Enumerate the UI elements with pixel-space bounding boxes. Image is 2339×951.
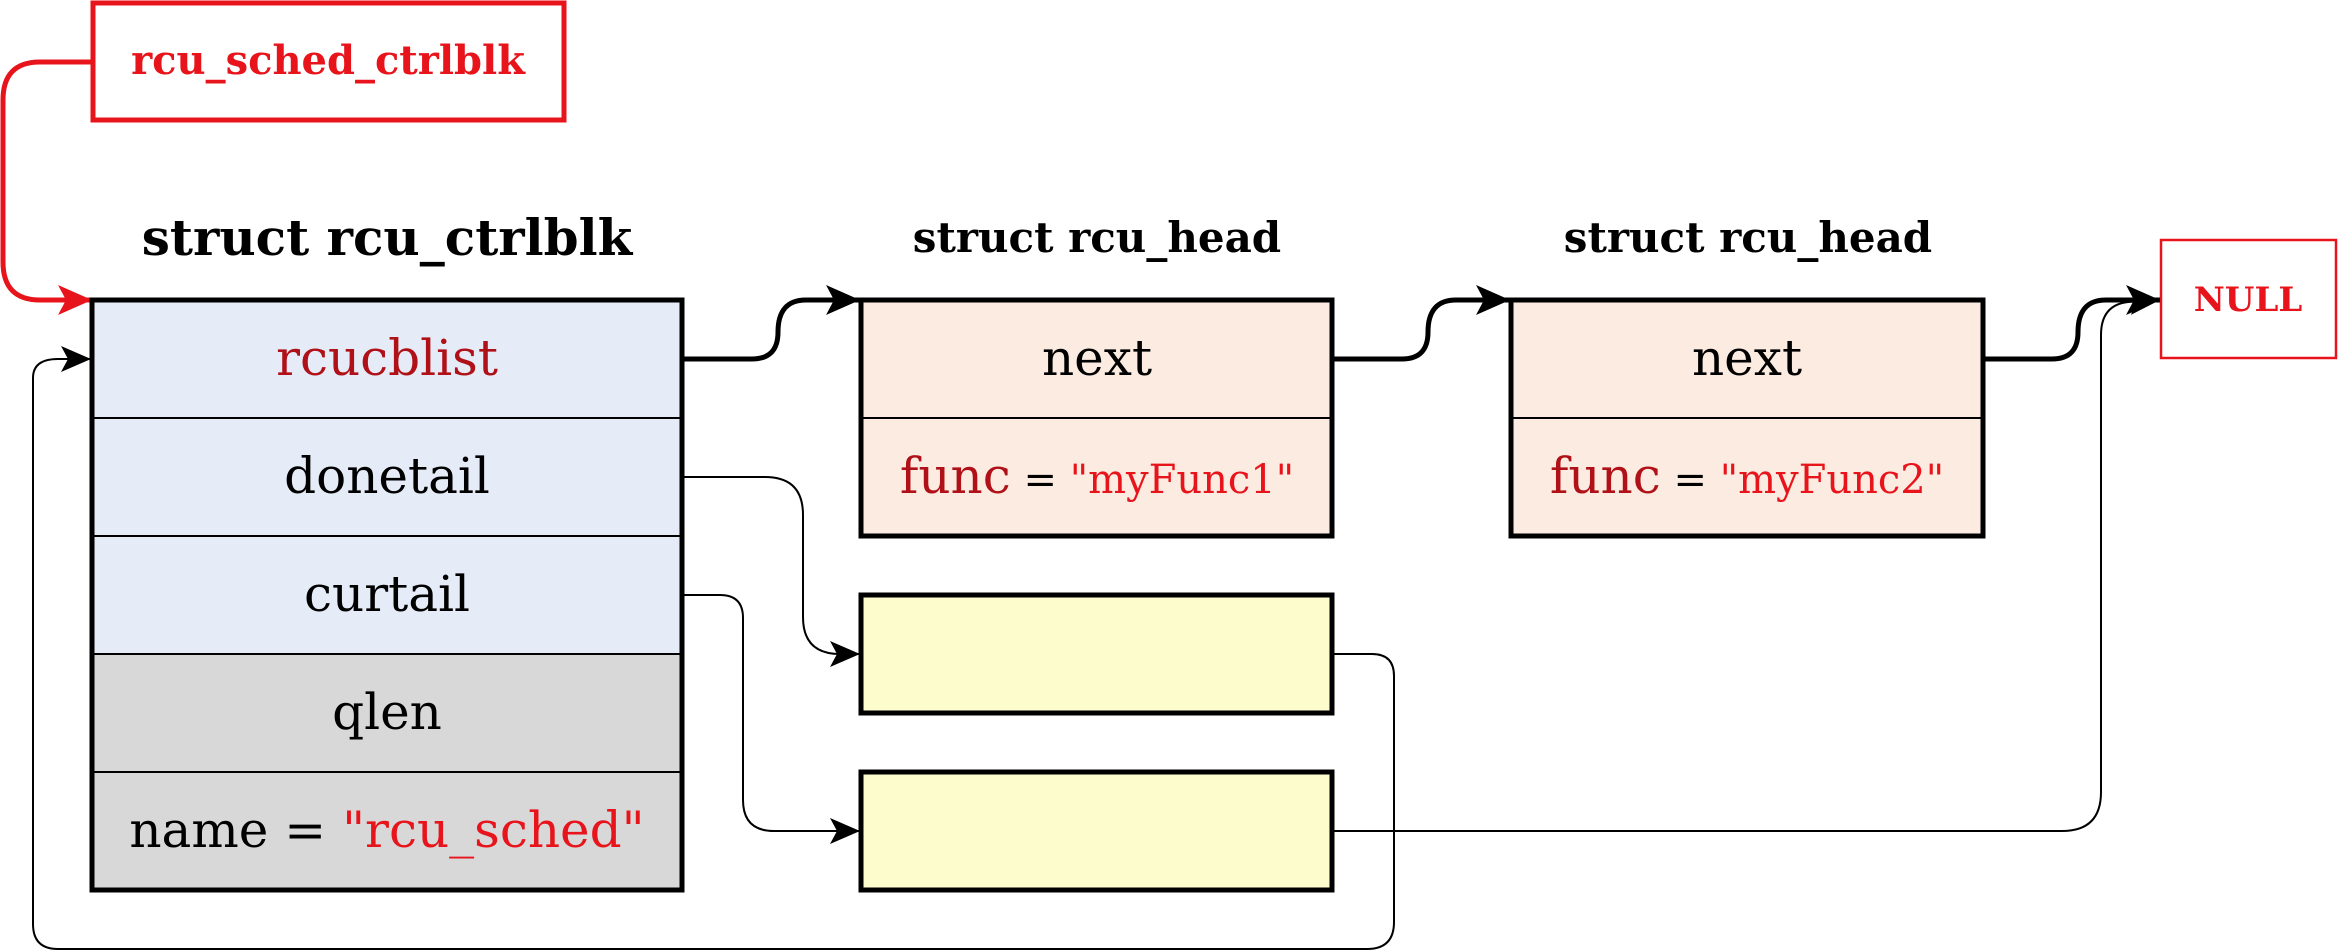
field-qlen: qlen: [332, 683, 442, 741]
curtail-arrow: [684, 594, 860, 844]
rcucblist-arrow: [684, 285, 860, 362]
head1-struct: next func = "myFunc1": [858, 297, 1335, 539]
head1-func-value: "myFunc1": [1070, 457, 1294, 503]
head2-struct: next func = "myFunc2": [1508, 297, 1986, 539]
field-name-key: name: [129, 801, 268, 859]
head1-next: next: [1042, 329, 1152, 387]
head2-next-arrow: [1985, 285, 2160, 362]
head1-func-key: func: [900, 447, 1011, 505]
field-name-value: "rcu_sched": [342, 801, 645, 859]
head1-func: func = "myFunc1": [900, 447, 1294, 505]
head2-func-value: "myFunc2": [1720, 457, 1944, 503]
cur-tail-null-arrow: [1334, 288, 2161, 832]
head2-func: func = "myFunc2": [1550, 447, 1944, 505]
head2-func-key: func: [1550, 447, 1661, 505]
head1-title: struct rcu_head: [913, 213, 1281, 262]
field-name: name = "rcu_sched": [129, 801, 644, 859]
pointer-label-box: rcu_sched_ctrlblk: [90, 0, 567, 123]
loop-back-arrow: [32, 346, 1395, 950]
head2-title: struct rcu_head: [1564, 213, 1932, 262]
donetail-arrow: [684, 476, 860, 667]
pointer-arrow: [0, 59, 93, 315]
cur-tail-block: [858, 769, 1335, 893]
field-name-eq: =: [268, 801, 342, 859]
null-box: NULL: [2159, 238, 2338, 360]
ctrlblk-title: struct rcu_ctrlblk: [142, 208, 634, 267]
pointer-label-text: rcu_sched_ctrlblk: [131, 37, 526, 84]
head1-next-arrow: [1334, 285, 1510, 362]
ctrlblk-struct: rcucblist donetail curtail qlen name = "…: [89, 297, 685, 893]
field-curtail: curtail: [304, 565, 470, 623]
null-label: NULL: [2194, 280, 2303, 320]
head2-func-eq: =: [1661, 457, 1720, 503]
done-tail-block: [858, 592, 1335, 716]
field-rcucblist: rcucblist: [276, 329, 498, 387]
head1-func-eq: =: [1011, 457, 1070, 503]
head2-next: next: [1692, 329, 1802, 387]
field-donetail: donetail: [284, 447, 490, 505]
